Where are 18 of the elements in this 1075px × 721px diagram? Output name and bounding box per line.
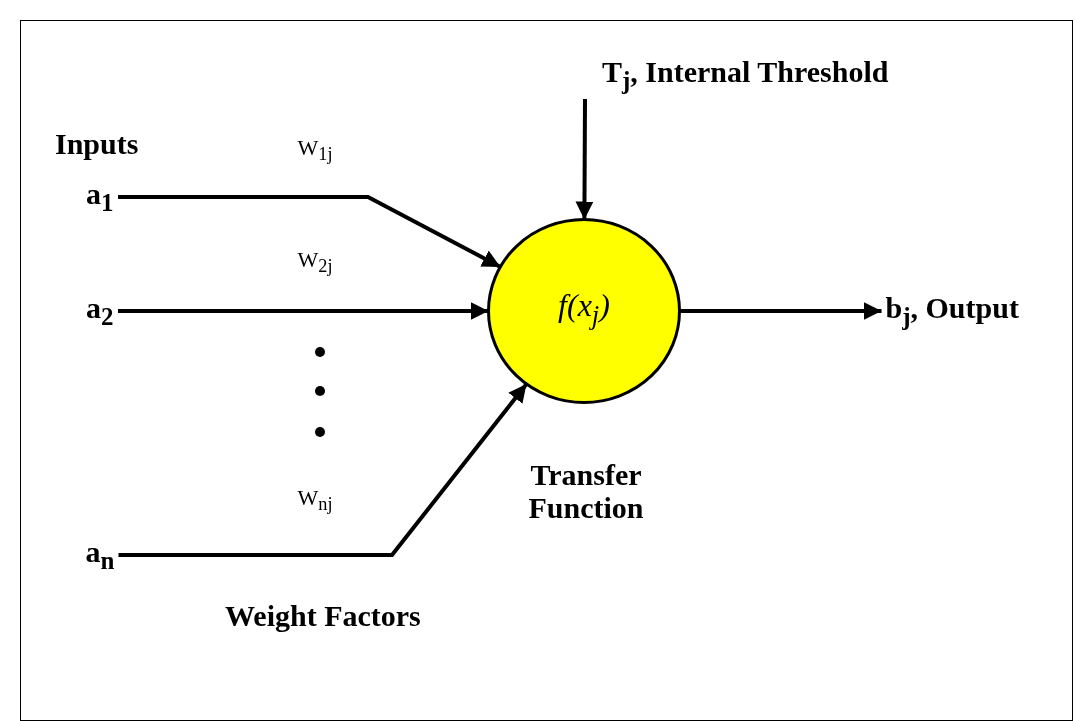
node-label: a$_{1}$: [86, 177, 114, 217]
arrow: [118, 195, 502, 269]
edge-label: W$_{1j}$: [297, 135, 333, 165]
label: Weight Factors: [225, 598, 421, 632]
function-formula: f(x$_{j}$): [558, 287, 610, 331]
arrow: [575, 99, 594, 220]
transfer-function-circle: [487, 218, 681, 404]
node-label: b$_{j}$, Output: [885, 291, 1019, 331]
arrow: [118, 382, 529, 557]
node-label: Transfer Function: [527, 458, 645, 524]
edge-label: W$_{2j}$: [297, 247, 333, 277]
edge-label: W$_{nj}$: [297, 485, 333, 515]
node-label: T$_{j}$, Internal Threshold: [602, 55, 889, 95]
arrow: [118, 302, 489, 320]
arrow: [679, 302, 882, 320]
label: Inputs: [55, 126, 139, 160]
node-label: a$_{n}$: [85, 535, 115, 575]
node-label: a$_{2}$: [86, 291, 114, 331]
